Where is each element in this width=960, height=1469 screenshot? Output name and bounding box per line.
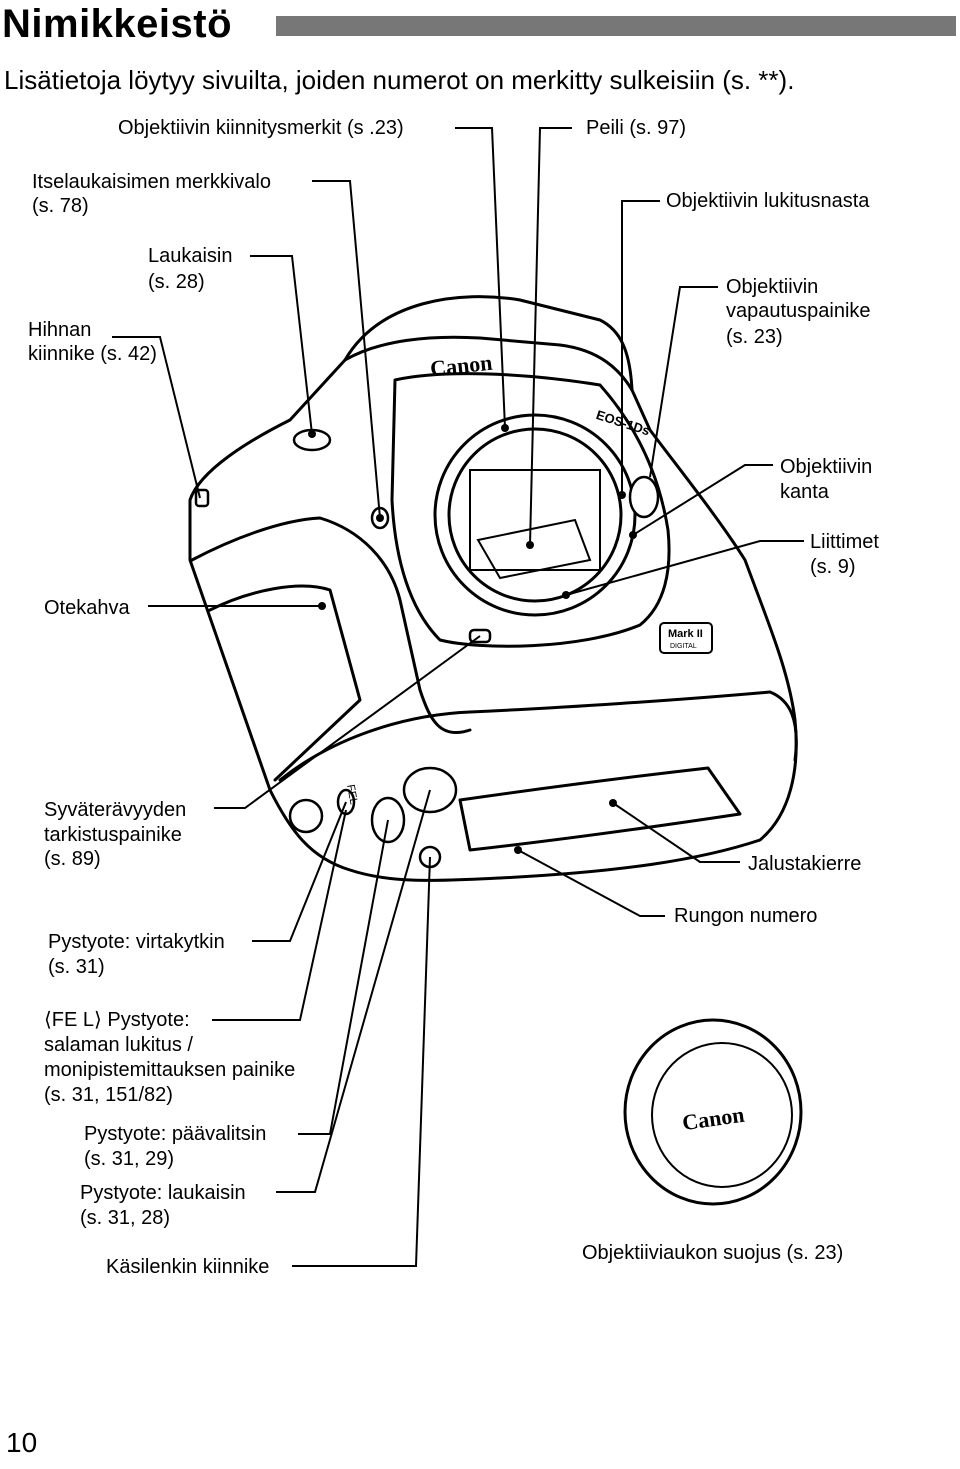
- base-plate: [458, 766, 742, 852]
- label-fel-2: salaman lukitus /: [44, 1034, 193, 1056]
- leader-main-dial: [298, 819, 389, 1135]
- label-shutter-2: (s. 28): [148, 271, 205, 293]
- camera-body-outline: [188, 335, 798, 882]
- label-body-cap: Objektiiviaukon suojus (s. 23): [582, 1242, 844, 1264]
- label-lens-release-3: (s. 23): [726, 326, 783, 348]
- camera-brand: Canon: [429, 350, 494, 381]
- page-number: 10: [6, 1427, 38, 1458]
- leader-tripod: [612, 802, 740, 863]
- label-vert-shutter-2: (s. 31, 28): [80, 1207, 171, 1229]
- label-lens-release-2: vapautuspainike: [726, 300, 871, 322]
- leader-shutter: [250, 255, 313, 435]
- fel-badge: ⟨FE L⟩: [44, 1009, 102, 1031]
- body-cap: [623, 1018, 803, 1206]
- leader-serial: [517, 849, 665, 917]
- label-serial: Rungon numero: [674, 905, 818, 927]
- page-title: Nimikkeistö: [2, 2, 233, 46]
- label-dof-1: Syväterävyyden: [44, 799, 187, 821]
- leader-vert-shutter: [276, 789, 431, 1193]
- mirror-plane: [476, 518, 592, 580]
- leader-mirror: [529, 127, 572, 546]
- title-rule: [276, 16, 956, 36]
- leader-fel: [212, 809, 347, 1021]
- grip-outline: [190, 516, 472, 735]
- mark-badge: [659, 622, 713, 654]
- label-lens-mount-2: kanta: [780, 481, 829, 503]
- fel-text: Pystyote:: [107, 1009, 190, 1031]
- leader-contacts: [565, 540, 804, 596]
- grip-lower: [208, 584, 362, 782]
- leader-strap: [112, 336, 201, 499]
- label-self-timer-1: Itselaukaisimen merkkivalo: [32, 171, 271, 193]
- label-dof-3: (s. 89): [44, 848, 101, 870]
- label-hand-strap: Käsilenkin kiinnike: [106, 1256, 270, 1278]
- lens-mount-ring: [433, 413, 637, 617]
- label-dof-2: tarkistuspainike: [44, 824, 182, 846]
- label-vert-shutter-1: Pystyote: laukaisin: [80, 1182, 246, 1204]
- leader-lens-lock: [621, 200, 660, 495]
- mirror-box: [469, 469, 601, 571]
- leader-self-timer: [312, 180, 381, 519]
- lens-release-button: [628, 475, 660, 519]
- label-mirror: Peili (s. 97): [586, 117, 687, 139]
- body-cap-brand: Canon: [681, 1102, 746, 1135]
- label-contacts-1: Liittimet: [810, 531, 879, 553]
- vertical-grip: [278, 690, 798, 782]
- label-lens-mount-1: Objektiivin: [780, 456, 873, 478]
- label-fel-3: monipistemittauksen painike: [44, 1059, 296, 1081]
- leader-lens-release: [649, 286, 718, 478]
- label-vert-power-1: Pystyote: virtakytkin: [48, 931, 225, 953]
- label-fel-4: (s. 31, 151/82): [44, 1084, 173, 1106]
- label-grip: Otekahva: [44, 597, 130, 619]
- label-strap-1: Hihnan: [28, 319, 92, 341]
- mark-badge-line1: Mark II: [668, 628, 703, 640]
- mark-badge-line2: DIGITAL: [670, 643, 697, 650]
- leader-dof: [214, 635, 481, 809]
- prism-outline: [343, 295, 634, 392]
- leader-mount-marks: [455, 127, 506, 429]
- label-main-dial-1: Pystyote: päävalitsin: [84, 1123, 267, 1145]
- leader-hand-strap: [292, 856, 431, 1267]
- label-main-dial-2: (s. 31, 29): [84, 1148, 175, 1170]
- label-lens-release-1: Objektiivin: [726, 276, 819, 298]
- label-fel-1: ⟨FE L⟩ Pystyote:: [44, 1008, 190, 1032]
- dof-preview-button: [288, 798, 324, 834]
- intro-text: Lisätietoja löytyy sivuilta, joiden nume…: [4, 65, 795, 95]
- label-lens-lock: Objektiivin lukitusnasta: [666, 190, 870, 212]
- leader-vert-power: [252, 801, 347, 942]
- label-mount-marks: Objektiivin kiinnitysmerkit (s .23): [118, 117, 404, 139]
- label-shutter-1: Laukaisin: [148, 245, 233, 267]
- label-strap-2: kiinnike (s. 42): [28, 343, 157, 365]
- fel-mark: FEL: [344, 784, 359, 806]
- front-plate: [390, 372, 671, 648]
- label-vert-power-2: (s. 31): [48, 956, 105, 978]
- label-tripod: Jalustakierre: [748, 853, 862, 875]
- leader-lens-mount: [632, 464, 773, 536]
- lens-mount-inner: [447, 427, 623, 603]
- label-contacts-2: (s. 9): [810, 556, 856, 578]
- label-self-timer-2: (s. 78): [32, 195, 89, 217]
